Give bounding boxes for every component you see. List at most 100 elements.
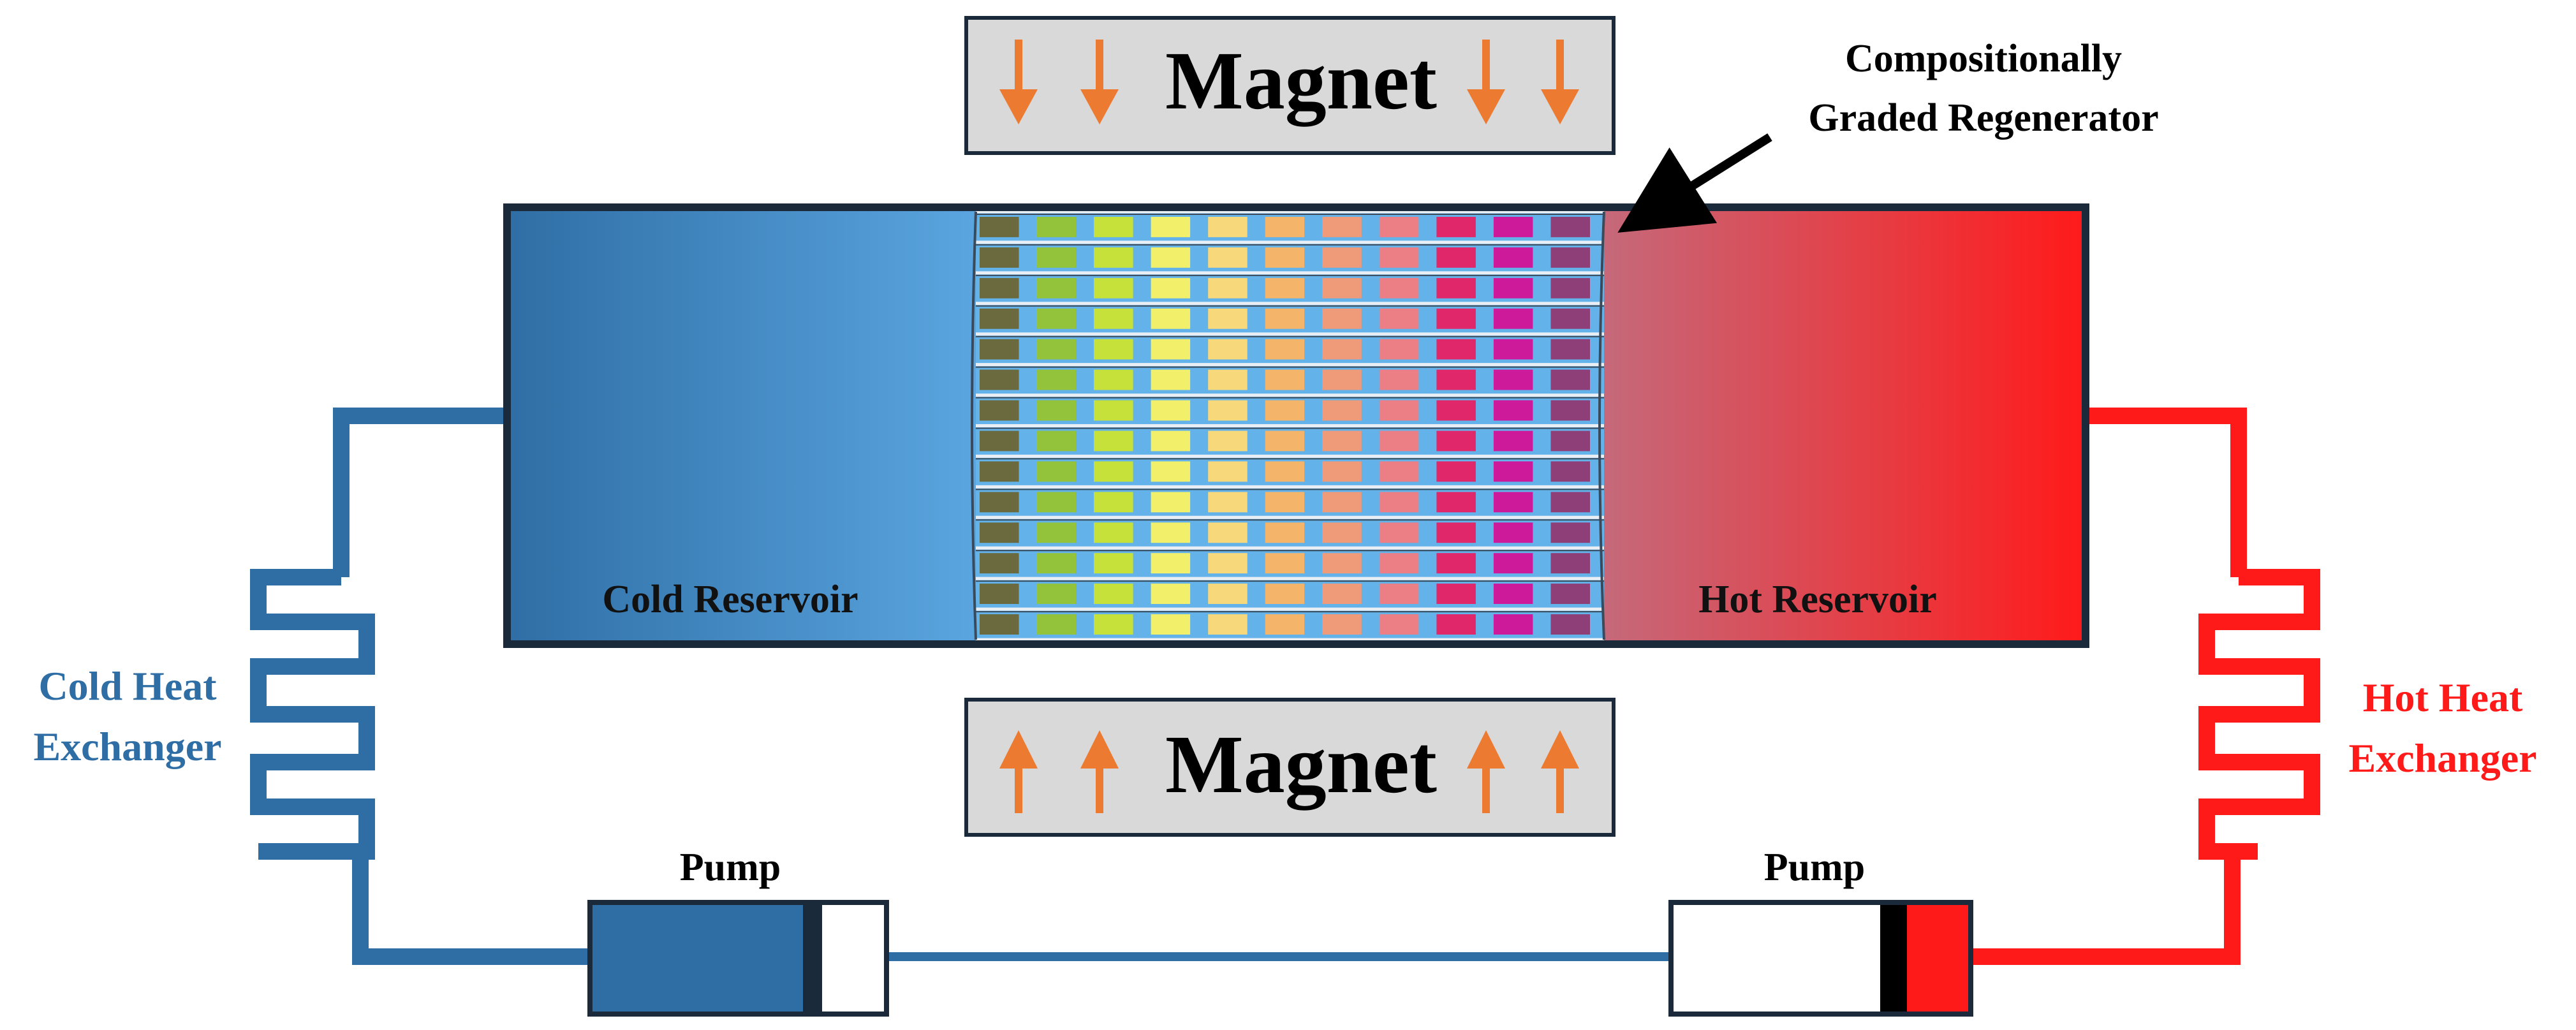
regenerator-segment — [1151, 277, 1191, 298]
regenerator-segment — [980, 461, 1019, 482]
regenerator-segment — [1151, 553, 1191, 574]
regenerator-segment — [1379, 461, 1419, 482]
up-arrow-icon — [1541, 730, 1579, 813]
regenerator-segment — [980, 430, 1019, 452]
regenerator-segment — [1151, 430, 1191, 452]
regenerator-segment — [1322, 277, 1362, 298]
regenerator-segment — [1379, 522, 1419, 543]
regenerator-segment — [1265, 247, 1305, 268]
callout-arrow-icon — [1617, 133, 1772, 233]
regenerator-segment — [1493, 277, 1533, 298]
regenerator-segment — [1036, 247, 1076, 268]
regenerator-chamber: Cold Reservoir Hot Reservoir — [503, 203, 2089, 648]
regenerator-segment — [1094, 522, 1133, 543]
regenerator-segment — [1550, 430, 1590, 452]
regenerator-segment — [1265, 492, 1305, 513]
regenerator-segment — [1493, 339, 1533, 360]
regenerator-segment — [1322, 522, 1362, 543]
regenerator-segment — [1094, 430, 1133, 452]
regenerator-segment — [1151, 369, 1191, 390]
cold-heat-exchanger-label-line2: Exchanger — [33, 724, 221, 769]
regenerator-segment — [1265, 339, 1305, 360]
regenerator-segment — [980, 308, 1019, 329]
regenerator-segment — [1265, 584, 1305, 604]
regenerator-label-line2: Graded Regenerator — [1808, 96, 2158, 140]
regenerator-segment — [980, 277, 1019, 298]
regenerator-segment — [1550, 277, 1590, 298]
magnet-top-arrows — [999, 40, 1579, 124]
regenerator-segment — [980, 247, 1019, 268]
regenerator-segment — [1379, 584, 1419, 604]
regenerator-segment — [1550, 614, 1590, 635]
regenerator-segment — [1550, 553, 1590, 574]
regenerator-segment — [1094, 614, 1133, 635]
regenerator-segment — [1036, 553, 1076, 574]
regenerator-segment — [1550, 584, 1590, 604]
regenerator-segment — [1379, 553, 1419, 574]
regenerator-segment — [1493, 522, 1533, 543]
regenerator-segment — [1436, 308, 1476, 329]
regenerator-segment — [980, 217, 1019, 237]
regenerator-segment — [1436, 369, 1476, 390]
hot-heat-exchanger-label-line2: Exchanger — [2348, 735, 2536, 781]
regenerator-segment — [1208, 400, 1248, 421]
magnet-top-label: Magnet — [1165, 35, 1437, 127]
regenerator-segment — [1550, 217, 1590, 237]
regenerator-segment — [1151, 247, 1191, 268]
hot-fluid-loop — [1971, 408, 2320, 965]
regenerator-segment — [1208, 614, 1248, 635]
regenerator-segment — [1550, 461, 1590, 482]
regenerator-segment — [1094, 217, 1133, 237]
regenerator-segment — [1493, 492, 1533, 513]
regenerator-segment — [1208, 584, 1248, 604]
regenerator-segment — [1094, 277, 1133, 298]
regenerator-segment — [1094, 553, 1133, 574]
regenerator-segment — [1493, 430, 1533, 452]
regenerator-segment — [1208, 522, 1248, 543]
regenerator-segment — [1493, 400, 1533, 421]
regenerator-segment — [1322, 553, 1362, 574]
regenerator-segment — [1436, 584, 1476, 604]
regenerator-segment — [1550, 369, 1590, 390]
regenerator-segment — [1151, 614, 1191, 635]
regenerator-segment — [1322, 217, 1362, 237]
regenerator-segment — [1151, 400, 1191, 421]
regenerator-segment — [1379, 400, 1419, 421]
regenerator-segment — [1379, 492, 1419, 513]
regenerator-segment — [1265, 430, 1305, 452]
regenerator-segment — [1151, 584, 1191, 604]
regenerator-segment — [1436, 277, 1476, 298]
regenerator-segment — [1493, 247, 1533, 268]
regenerator-segment — [1322, 614, 1362, 635]
regenerator-segment — [1036, 492, 1076, 513]
regenerator-segment — [1436, 339, 1476, 360]
regenerator-segment — [1208, 430, 1248, 452]
cold-fluid-loop — [250, 408, 596, 965]
pump-right-label: Pump — [1764, 846, 1865, 889]
regenerator-segment — [1436, 522, 1476, 543]
compositionally-graded-regenerator — [971, 210, 1605, 643]
regenerator-segment — [1036, 217, 1076, 237]
regenerator-left-edge — [971, 211, 977, 640]
regenerator-segment — [1151, 522, 1191, 543]
regenerator-segment — [1550, 308, 1590, 329]
regenerator-segment — [1379, 430, 1419, 452]
down-arrow-icon — [999, 40, 1038, 124]
regenerator-segment — [1379, 217, 1419, 237]
regenerator-segment — [1322, 308, 1362, 329]
regenerator-segment — [980, 339, 1019, 360]
regenerator-segment — [1379, 614, 1419, 635]
regenerator-segment — [1322, 369, 1362, 390]
regenerator-segment — [1208, 217, 1248, 237]
magnet-bottom-label: Magnet — [1165, 719, 1437, 811]
regenerator-segment — [980, 614, 1019, 635]
regenerator-segment — [1036, 614, 1076, 635]
regenerator-segment — [1322, 430, 1362, 452]
hot-reservoir — [1604, 207, 2086, 644]
regenerator-segment — [1493, 614, 1533, 635]
hot-reservoir-label: Hot Reservoir — [1698, 578, 1937, 621]
regenerator-segment — [1208, 247, 1248, 268]
cold-reservoir-label: Cold Reservoir — [602, 578, 858, 621]
regenerator-segment — [1208, 308, 1248, 329]
